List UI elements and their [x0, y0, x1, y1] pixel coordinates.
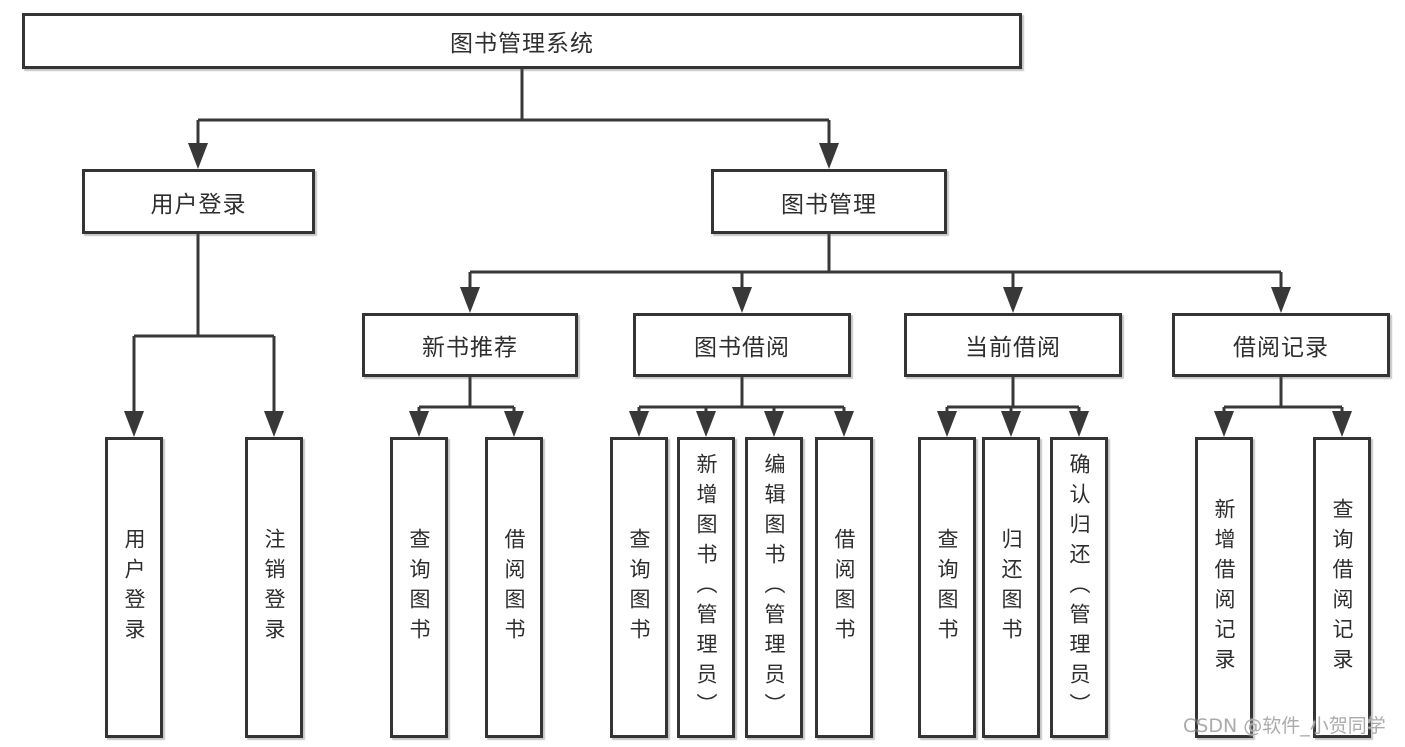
csdn-watermark: CSDN @软件_小贺同学 — [1183, 715, 1386, 737]
node-book-borrowing-label: 图书借阅 — [694, 335, 790, 361]
leaf-cb-return-books: 归还图书 — [982, 437, 1040, 738]
leaf-nbr-borrow-books: 借阅图书 — [485, 437, 543, 738]
node-new-book-recommendation: 新书推荐 — [362, 313, 578, 377]
leaf-bb-query-books-label: 查询图书 — [627, 527, 651, 648]
connector-borrowing-records-split — [1214, 377, 1352, 437]
leaf-bb-edit-books-label: 编辑图书（管理员） — [762, 452, 786, 723]
node-current-borrowing: 当前借阅 — [904, 313, 1122, 377]
node-user-login: 用户登录 — [82, 169, 315, 234]
leaf-br-add-record: 新增借阅记录 — [1195, 437, 1253, 738]
leaf-nbr-query-books: 查询图书 — [390, 437, 448, 738]
leaf-nbr-borrow-books-label: 借阅图书 — [502, 527, 526, 648]
node-new-book-recommendation-label: 新书推荐 — [422, 335, 518, 361]
node-book-borrowing: 图书借阅 — [633, 313, 851, 377]
node-book-management-label: 图书管理 — [781, 191, 877, 218]
node-library-management-system: 图书管理系统 — [22, 13, 1022, 69]
connector-new-book-recommend-split — [409, 377, 524, 437]
leaf-br-query-record-label: 查询借阅记录 — [1330, 497, 1354, 678]
connector-book-borrowing-split — [629, 377, 854, 437]
leaf-br-add-record-label: 新增借阅记录 — [1212, 497, 1236, 678]
connector-book-management-split — [460, 234, 1291, 313]
node-borrowing-records: 借阅记录 — [1172, 313, 1390, 377]
connector-user-login-split — [124, 234, 284, 437]
leaf-user-login-label: 用户登录 — [122, 527, 146, 648]
leaf-user-login: 用户登录 — [105, 437, 163, 738]
leaf-cb-query-books-label: 查询图书 — [935, 527, 959, 648]
leaf-cb-return-books-label: 归还图书 — [999, 527, 1023, 648]
leaf-cb-query-books: 查询图书 — [918, 437, 976, 738]
leaf-bb-add-books-label: 新增图书（管理员） — [694, 452, 718, 723]
leaf-bb-query-books: 查询图书 — [610, 437, 668, 738]
node-current-borrowing-label: 当前借阅 — [965, 335, 1061, 361]
connector-root-split — [188, 68, 839, 169]
node-book-management: 图书管理 — [711, 169, 947, 234]
leaf-cb-confirm-return: 确认归还（管理员） — [1050, 437, 1108, 738]
leaf-cb-confirm-return-label: 确认归还（管理员） — [1067, 452, 1091, 723]
leaf-logout: 注销登录 — [245, 437, 303, 738]
leaf-bb-borrow-books: 借阅图书 — [815, 437, 873, 738]
node-library-management-system-label: 图书管理系统 — [450, 31, 594, 57]
leaf-nbr-query-books-label: 查询图书 — [407, 527, 431, 648]
connector-current-borrowing-split — [937, 377, 1089, 437]
leaf-bb-borrow-books-label: 借阅图书 — [832, 527, 856, 648]
node-user-login-label: 用户登录 — [150, 191, 247, 218]
leaf-logout-label: 注销登录 — [262, 527, 286, 648]
leaf-bb-edit-books: 编辑图书（管理员） — [745, 437, 803, 738]
leaf-br-query-record: 查询借阅记录 — [1313, 437, 1371, 738]
node-borrowing-records-label: 借阅记录 — [1233, 335, 1329, 361]
leaf-bb-add-books: 新增图书（管理员） — [677, 437, 735, 738]
